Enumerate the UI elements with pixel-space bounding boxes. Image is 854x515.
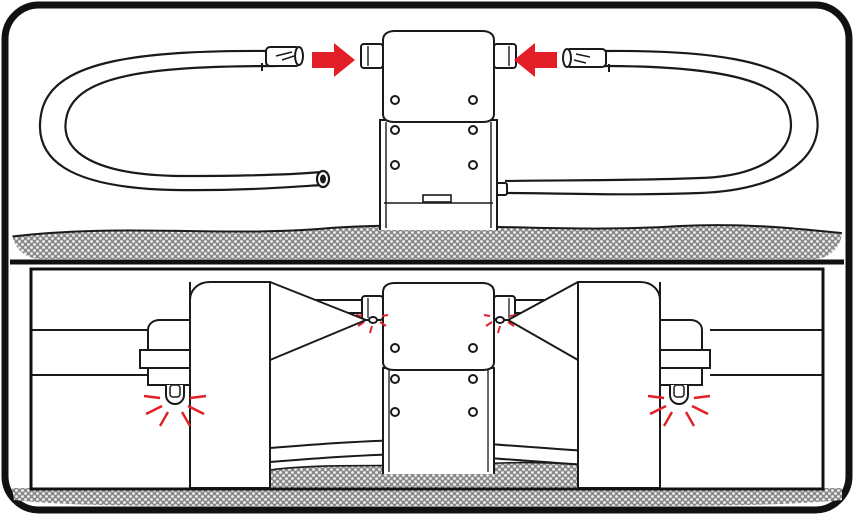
overview-panel	[12, 30, 842, 259]
right-zoom-callout	[507, 270, 822, 488]
fabric-bottom	[12, 488, 842, 506]
detail-frame	[29, 267, 825, 491]
click-sound-icon	[355, 314, 517, 334]
left-click-marks	[143, 394, 207, 427]
center-unit	[360, 30, 517, 230]
left-connector	[261, 46, 304, 71]
right-click-marks	[647, 394, 711, 427]
arrow-left-icon	[514, 43, 557, 77]
left-zoom-callout	[32, 270, 367, 488]
right-cable	[504, 49, 819, 196]
detail-panel	[12, 267, 842, 506]
left-cable	[38, 49, 323, 192]
fabric-surface	[12, 224, 842, 259]
detail-center-unit	[361, 282, 516, 474]
arrow-right-icon	[312, 43, 355, 77]
right-connector	[562, 48, 610, 72]
